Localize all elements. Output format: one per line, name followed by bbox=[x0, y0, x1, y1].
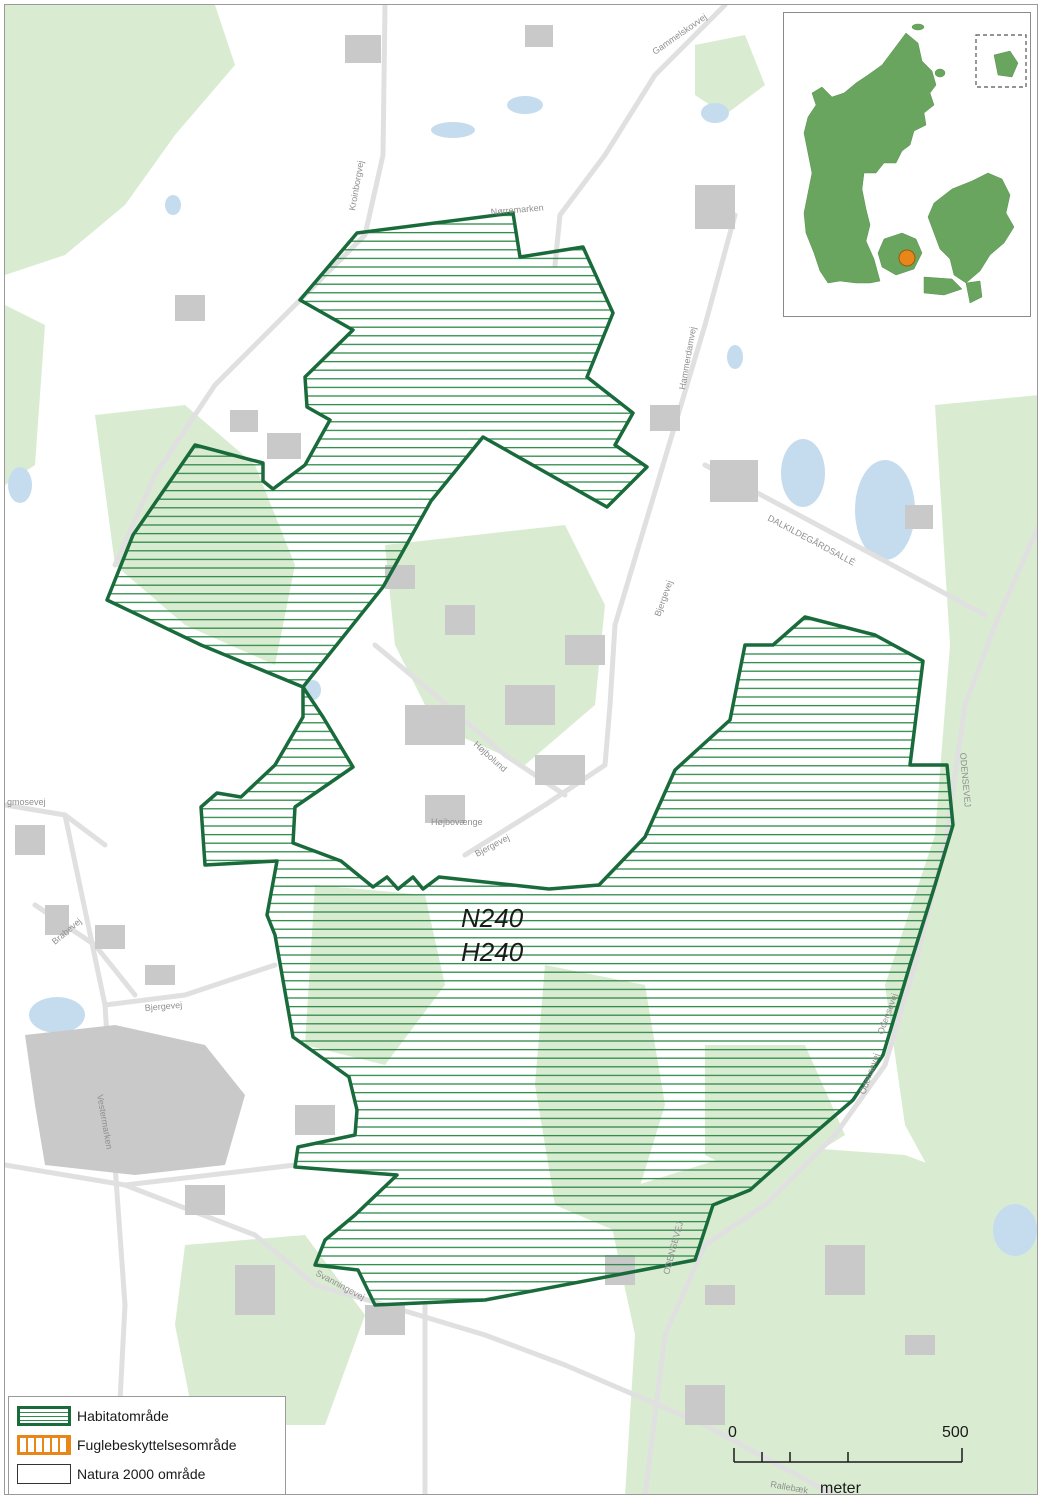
houses-southeast-1 bbox=[825, 1245, 865, 1295]
road-label-bjerge-1: Bjergevej bbox=[652, 579, 674, 618]
houses-inner-7 bbox=[425, 795, 465, 823]
jutland-land bbox=[803, 32, 937, 284]
map-legend: Habitatområde Fuglebeskyttelsesområde Na… bbox=[8, 1396, 286, 1495]
legend-swatch-habitat bbox=[17, 1406, 71, 1426]
farm-west-1 bbox=[230, 410, 258, 432]
lake-east bbox=[993, 1204, 1037, 1256]
lolland-land bbox=[923, 276, 963, 296]
forest-west-strip bbox=[5, 305, 45, 485]
road-west-south bbox=[5, 1162, 298, 1188]
scale-bar-graphic bbox=[733, 1448, 963, 1463]
lake-bjerge bbox=[29, 997, 85, 1033]
houses-south-2 bbox=[295, 1105, 335, 1135]
village-west bbox=[25, 1025, 245, 1175]
habitat-area-h240[interactable] bbox=[105, 211, 955, 1307]
lake-north-2 bbox=[507, 96, 543, 114]
scale-unit-label: meter bbox=[820, 1480, 861, 1497]
farm-nw bbox=[175, 295, 205, 321]
lake-north-3 bbox=[701, 103, 729, 123]
legend-item-fuglebeskyttelse: Fuglebeskyttelsesområde bbox=[17, 1434, 237, 1456]
farm-hammer bbox=[650, 405, 680, 431]
farm-north-2 bbox=[525, 25, 553, 47]
houses-inner-6 bbox=[535, 755, 585, 785]
houses-south-3 bbox=[235, 1265, 275, 1315]
area-code-n: N240 bbox=[461, 903, 524, 933]
houses-inner-5 bbox=[505, 685, 555, 725]
farm-inner-1 bbox=[267, 433, 301, 459]
scale-start-label: 0 bbox=[728, 1424, 737, 1441]
denmark-overview bbox=[803, 23, 1027, 304]
houses-west-2 bbox=[45, 905, 69, 935]
farm-east bbox=[905, 505, 933, 529]
road-label-bjerge-3: Bjergevej bbox=[144, 1000, 182, 1013]
legend-item-habitat: Habitatområde bbox=[17, 1405, 169, 1427]
road-bjergevej-west bbox=[102, 962, 278, 1008]
lake-dalkilde-2 bbox=[855, 460, 915, 560]
bornholm-frame bbox=[975, 34, 1027, 88]
road-label-odense-1: ODENSEVEJ bbox=[958, 752, 973, 807]
houses-inner-4 bbox=[405, 705, 465, 745]
buildings bbox=[15, 25, 935, 1425]
legend-item-natura2000: Natura 2000 område bbox=[17, 1463, 205, 1485]
farm-north-3 bbox=[695, 185, 735, 229]
scale-bar: 0 500 meter bbox=[722, 1420, 982, 1498]
houses-south-1 bbox=[185, 1185, 225, 1215]
legend-label-habitat: Habitatområde bbox=[77, 1408, 169, 1424]
legend-swatch-natura2000 bbox=[17, 1464, 71, 1484]
houses-south-6 bbox=[705, 1285, 735, 1305]
houses-west-1 bbox=[15, 825, 45, 855]
houses-inner-3 bbox=[565, 635, 605, 665]
farm-north-1 bbox=[345, 35, 381, 63]
zealand-land bbox=[927, 172, 1015, 284]
falster-land bbox=[965, 280, 983, 304]
forest-east bbox=[885, 395, 1037, 1235]
road-label-kroinborg: Kroinborgvej bbox=[347, 160, 366, 212]
forest-north-meadow bbox=[695, 35, 765, 115]
legend-swatch-fuglebeskyttelse bbox=[17, 1435, 71, 1455]
site-location-marker bbox=[898, 249, 916, 267]
houses-southeast-2 bbox=[685, 1385, 725, 1425]
legend-label-fuglebeskyttelse: Fuglebeskyttelsesområde bbox=[77, 1437, 237, 1453]
bornholm-land bbox=[993, 50, 1019, 78]
houses-southeast-3 bbox=[905, 1335, 935, 1355]
overview-inset-map bbox=[783, 12, 1031, 317]
forest-south-field bbox=[175, 1235, 365, 1425]
houses-west-4 bbox=[145, 965, 175, 985]
water-bodies bbox=[8, 96, 1037, 1256]
road-kroinborgvej bbox=[362, 5, 388, 238]
road-svanningevej bbox=[122, 1182, 837, 1494]
legend-label-natura2000: Natura 2000 område bbox=[77, 1466, 206, 1482]
forest-northwest bbox=[5, 5, 235, 275]
lake-north-1 bbox=[431, 122, 475, 138]
houses-south-4 bbox=[365, 1305, 405, 1335]
farm-dalkilde bbox=[710, 460, 758, 502]
road-label-norremarken: Nørremarken bbox=[490, 202, 544, 217]
laeso-land bbox=[911, 23, 925, 31]
lake-west bbox=[8, 467, 32, 503]
road-label-hojbovaenge: Højbovænge bbox=[431, 817, 483, 827]
houses-inner-2 bbox=[445, 605, 475, 635]
anholt-land bbox=[934, 68, 946, 78]
lake-dalkilde-1 bbox=[781, 439, 825, 507]
road-gammelskovvej bbox=[552, 5, 728, 268]
road-label-engmose: gmosevej bbox=[7, 797, 46, 807]
map-canvas[interactable]: Gammelskovvej Kroinborgvej Nørremarken H… bbox=[5, 5, 1038, 1495]
road-hammerdamvej bbox=[607, 212, 738, 708]
lake-kroinborg bbox=[165, 195, 181, 215]
lake-hammer bbox=[727, 345, 743, 369]
houses-west-3 bbox=[95, 925, 125, 949]
area-code-h: H240 bbox=[461, 937, 524, 967]
scale-end-label: 500 bbox=[942, 1424, 969, 1441]
road-east-long bbox=[642, 523, 1037, 1494]
